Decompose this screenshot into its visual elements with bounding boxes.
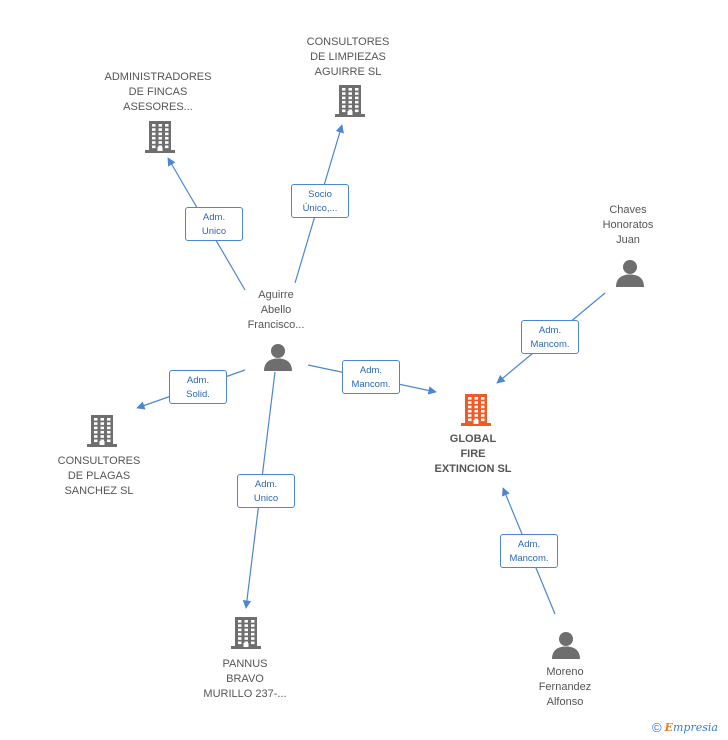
node-label-line: BRAVO: [226, 673, 264, 685]
edge-label-text: Adm.: [202, 212, 226, 223]
edge-label-text: Adm.: [254, 479, 278, 490]
edge-label-text: Adm.: [359, 365, 383, 376]
node-label-line: MURILLO 237-...: [203, 688, 287, 700]
edge-label-text: Mancom.: [530, 339, 570, 350]
node-label-line: FIRE: [460, 448, 486, 460]
node-label-limpiezas[interactable]: CONSULTORES DE LIMPIEZAS AGUIRRE SL: [307, 35, 390, 80]
edge-label-text: Socio: [308, 189, 332, 200]
node-label-line: Chaves: [609, 204, 647, 216]
edge-label-text: Solid.: [186, 389, 210, 400]
edge-label-text: Mancom.: [351, 379, 391, 390]
node-label-line: DE FINCAS: [128, 86, 188, 98]
person-icon-chaves[interactable]: [615, 259, 645, 292]
node-label-pannus[interactable]: PANNUS BRAVO MURILLO 237-...: [203, 657, 286, 702]
edge-label-chaves-globalfire[interactable]: Adm. Mancom.: [521, 320, 579, 354]
node-label-line: Francisco...: [247, 319, 305, 331]
edge-label-moreno-globalfire[interactable]: Adm. Mancom.: [500, 534, 558, 568]
building-icon-admin-fincas[interactable]: [145, 120, 175, 159]
building-icon-global-fire[interactable]: [461, 393, 491, 432]
node-label-line: PANNUS: [222, 658, 268, 670]
node-label-line: Abello: [260, 304, 292, 316]
edge-label-text: Único,...: [302, 203, 338, 214]
building-icon-pannus[interactable]: [231, 616, 261, 655]
node-label-line: GLOBAL: [449, 433, 497, 445]
node-label-line: DE LIMPIEZAS: [310, 51, 386, 63]
node-label-line: ADMINISTRADORES: [104, 71, 212, 83]
node-label-line: AGUIRRE SL: [314, 66, 382, 78]
edge-label-aguirre-globalfire[interactable]: Adm. Mancom.: [342, 360, 400, 394]
edge-label-text: Adm.: [517, 539, 541, 550]
node-label-admin-fincas[interactable]: ADMINISTRADORES DE FINCAS ASESORES...: [105, 70, 212, 115]
edge-label-aguirre-pannus[interactable]: Adm. Unico: [237, 474, 295, 508]
footer-brand: © Empresia: [652, 720, 718, 735]
building-icon-limpiezas[interactable]: [335, 84, 365, 123]
node-label-global-fire[interactable]: GLOBAL FIRE EXTINCION SL: [434, 432, 511, 477]
person-icon-moreno[interactable]: [551, 631, 581, 664]
node-label-line: Moreno: [546, 666, 584, 678]
node-label-line: Honoratos: [602, 219, 654, 231]
edge-label-text: Mancom.: [509, 553, 549, 564]
edge-label-text: Unico: [253, 493, 279, 504]
node-label-line: CONSULTORES: [306, 36, 390, 48]
edge-label-text: Adm.: [538, 325, 562, 336]
node-label-line: Fernandez: [538, 681, 592, 693]
building-icon-plagas[interactable]: [87, 414, 117, 453]
edge-label-text: Adm.: [186, 375, 210, 386]
node-label-line: EXTINCION SL: [434, 463, 512, 475]
empresia-logo[interactable]: Empresia: [664, 721, 718, 734]
edge-label-aguirre-plagas[interactable]: Adm. Solid.: [169, 370, 227, 404]
copyright-symbol: ©: [652, 720, 662, 735]
node-label-line: Aguirre: [258, 289, 294, 301]
node-label-line: DE PLAGAS: [67, 470, 131, 482]
node-label-line: ASESORES...: [123, 101, 193, 113]
edge-label-text: Unico: [201, 226, 227, 237]
node-label-plagas[interactable]: CONSULTORES DE PLAGAS SANCHEZ SL: [58, 454, 141, 499]
node-label-line: SANCHEZ SL: [64, 485, 134, 497]
person-icon-aguirre[interactable]: [263, 343, 293, 376]
node-label-line: CONSULTORES: [57, 455, 141, 467]
edge-label-aguirre-adminfincas[interactable]: Adm. Unico: [185, 207, 243, 241]
node-label-line: Alfonso: [546, 696, 584, 708]
node-label-line: Juan: [616, 234, 640, 246]
